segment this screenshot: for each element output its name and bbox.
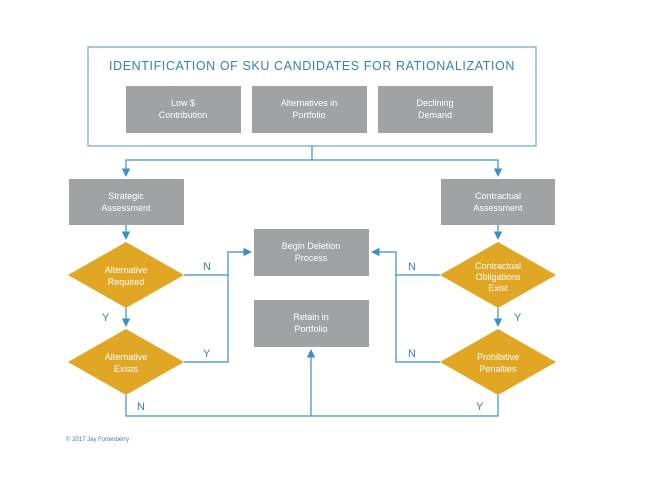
svg-text:Assessment: Assessment [101,203,151,213]
label-penalties-yes: Y [476,401,484,413]
begin-deletion-process-box: Begin Deletion Process [254,229,369,276]
split-connector-right [312,159,503,177]
svg-text:Begin Deletion: Begin Deletion [282,241,341,251]
criteria-alternatives-in-portfolio: Alternatives in Portfolio [252,86,367,133]
svg-text:Portfolio: Portfolio [294,324,327,334]
svg-text:Contractual: Contractual [475,261,521,271]
strategic-assessment-box: Strategic Assessment [69,179,184,225]
connector-penalties-no [371,247,440,363]
copyright-text: © 2017 Jay Fortenberry [66,436,129,443]
criteria-low-contribution: Low $ Contribution [126,86,241,133]
split-connector [121,146,313,177]
svg-text:Contribution: Contribution [159,110,208,120]
label-obligations-yes: Y [514,312,522,324]
svg-text:Process: Process [295,253,328,263]
svg-text:Prohibitive: Prohibitive [477,352,519,362]
svg-text:Low $: Low $ [171,98,195,108]
contractual-assessment-box: Contractual Assessment [441,179,555,225]
svg-text:Penalties: Penalties [479,364,517,374]
label-exists-no: N [137,401,145,413]
svg-text:Alternative: Alternative [105,352,148,362]
diagram-title: IDENTIFICATION OF SKU CANDIDATES FOR RAT… [109,59,515,73]
prohibitive-penalties-decision: Prohibitive Penalties [440,329,556,395]
alternative-required-decision: Alternative Required [68,242,184,308]
svg-text:Demand: Demand [418,110,452,120]
svg-text:Alternatives in: Alternatives in [281,98,338,108]
svg-text:Strategic: Strategic [108,191,144,201]
label-obligations-no: N [408,261,416,273]
svg-text:Alternative: Alternative [105,265,148,275]
svg-text:Exist: Exist [488,283,508,293]
label-required-no: N [203,261,211,273]
connector-exists-no [125,395,499,417]
label-exists-yes: Y [203,348,211,360]
label-required-yes: Y [102,312,110,324]
svg-text:Assessment: Assessment [473,203,523,213]
svg-text:Exists: Exists [114,364,139,374]
criteria-declining-demand: Declining Demand [378,86,493,133]
retain-in-portfolio-box: Retain in Portfolio [254,300,369,347]
svg-text:Portfolio: Portfolio [292,110,325,120]
alternative-exists-decision: Alternative Exists [68,329,184,395]
connector-exists-yes [184,247,252,363]
svg-text:Required: Required [108,277,145,287]
svg-text:Obligations: Obligations [475,272,521,282]
contractual-obligations-decision: Contractual Obligations Exist [440,242,556,308]
svg-text:Retain in: Retain in [293,312,329,322]
svg-text:Contractual: Contractual [475,191,521,201]
label-penalties-no: N [408,348,416,360]
svg-text:Declining: Declining [416,98,453,108]
